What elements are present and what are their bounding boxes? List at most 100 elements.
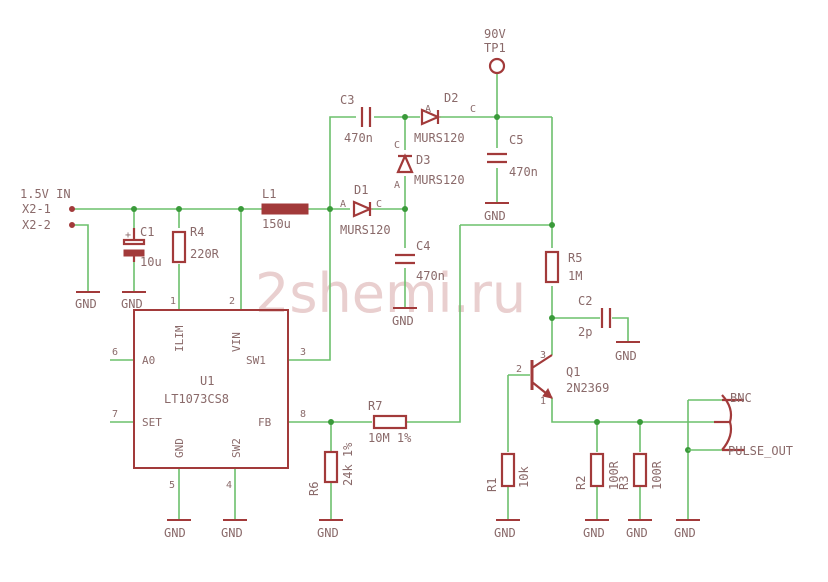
q1-pin-c: 3 xyxy=(540,350,546,361)
diode-d1: D1 A C MURS120 xyxy=(340,183,391,237)
u1-value: LT1073CS8 xyxy=(164,392,229,406)
transistor-q1: Q1 2N2369 3 2 1 xyxy=(516,350,609,407)
svg-text:GND: GND xyxy=(121,297,143,311)
r4-name: R4 xyxy=(190,225,204,239)
d3-value: MURS120 xyxy=(414,173,465,187)
c1-plus: + xyxy=(125,230,131,241)
gnd-7: GND xyxy=(221,519,247,540)
capacitor-c4: C4 470n xyxy=(395,239,445,283)
gnd-10: GND xyxy=(583,519,609,540)
r4-value: 220R xyxy=(190,247,220,261)
r2-value: 100R xyxy=(607,460,621,490)
r1-name: R1 xyxy=(485,478,499,492)
resistor-r3: R3 100R xyxy=(617,452,664,490)
resistor-r7: R7 10M 1% xyxy=(368,399,412,445)
l1-value: 150u xyxy=(262,217,291,231)
gnd-5: GND xyxy=(615,341,640,363)
resistor-r1: R1 10k xyxy=(485,452,531,492)
svg-text:GND: GND xyxy=(221,526,243,540)
d2-name: D2 xyxy=(444,91,458,105)
capacitor-c3: C3 470n xyxy=(340,93,373,145)
capacitor-c1: + C1 10u xyxy=(122,225,162,269)
gnd-2: GND xyxy=(121,291,146,311)
q1-value: 2N2369 xyxy=(566,381,609,395)
pin-num-5: 5 xyxy=(169,480,175,491)
watermark: 2shemi.ru xyxy=(255,262,526,325)
d1-a: A xyxy=(340,199,346,210)
svg-text:GND: GND xyxy=(674,526,696,540)
testpoint-tp1: 90V TP1 xyxy=(484,27,506,75)
gnd-1: GND xyxy=(75,291,100,311)
resistor-r4: R4 220R xyxy=(171,225,220,264)
pin-a0: A0 xyxy=(142,354,155,367)
svg-text:GND: GND xyxy=(75,297,97,311)
d3-name: D3 xyxy=(416,153,430,167)
capacitor-c2: C2 2p xyxy=(578,294,612,339)
r5-value: 1M xyxy=(568,269,582,283)
c4-value: 470n xyxy=(416,269,445,283)
diode-d3: D3 MURS120 C A xyxy=(394,140,465,191)
c2-value: 2p xyxy=(578,325,592,339)
svg-text:GND: GND xyxy=(626,526,648,540)
r7-name: R7 xyxy=(368,399,382,413)
pin-gnd: GND xyxy=(173,438,186,458)
svg-text:GND: GND xyxy=(392,314,414,328)
diode-d2: D2 A C MURS120 xyxy=(414,91,476,145)
c5-name: C5 xyxy=(509,133,523,147)
d3-a: A xyxy=(394,180,400,191)
svg-text:GND: GND xyxy=(484,209,506,223)
r6-value: 24k 1% xyxy=(341,442,355,486)
pin-num-1: 1 xyxy=(170,296,176,307)
gnd-4: GND xyxy=(484,202,509,223)
capacitor-c5: C5 470n xyxy=(487,133,538,179)
input-label: 1.5V IN xyxy=(20,187,71,201)
r2-name: R2 xyxy=(574,476,588,490)
pin-set: SET xyxy=(142,416,162,429)
gnd-11: GND xyxy=(626,519,652,540)
pin-num-7: 7 xyxy=(112,409,118,420)
d1-value: MURS120 xyxy=(340,223,391,237)
r6-name: R6 xyxy=(307,482,321,496)
pin-vin: VIN xyxy=(230,332,243,352)
r1-value: 10k xyxy=(517,466,531,488)
tp1-value: 90V xyxy=(484,27,506,41)
r3-value: 100R xyxy=(650,460,664,490)
inductor-l1: L1 150u xyxy=(261,187,309,231)
c2-name: C2 xyxy=(578,294,592,308)
svg-text:GND: GND xyxy=(494,526,516,540)
gnd-3: GND xyxy=(392,307,417,328)
svg-text:GND: GND xyxy=(317,526,339,540)
pin-sw2: SW2 xyxy=(230,438,243,458)
ic-u1: U1 LT1073CS8 A0 SET SW1 FB ILIM VIN GND … xyxy=(112,296,306,491)
svg-text:GND: GND xyxy=(164,526,186,540)
x21-label: X2-1 xyxy=(22,202,51,216)
d3-c: C xyxy=(394,140,400,151)
resistor-r5: R5 1M xyxy=(544,250,582,284)
x22-label: X2-2 xyxy=(22,218,51,232)
c3-value: 470n xyxy=(344,131,373,145)
c1-name: C1 xyxy=(140,225,154,239)
r3-name: R3 xyxy=(617,476,631,490)
resistor-r2: R2 100R xyxy=(574,452,621,490)
u1-name: U1 xyxy=(200,374,214,388)
r5-name: R5 xyxy=(568,251,582,265)
d1-c: C xyxy=(376,199,382,210)
gnd-12: GND xyxy=(674,519,700,540)
gnd-9: GND xyxy=(494,519,520,540)
ground-symbols: GND GND GND GND GND GND GND GND GND GND … xyxy=(75,202,700,540)
c5-value: 470n xyxy=(509,165,538,179)
r7-value: 10M 1% xyxy=(368,431,412,445)
d2-value: MURS120 xyxy=(414,131,465,145)
gnd-8: GND xyxy=(317,519,343,540)
input-connector: 1.5V IN X2-1 X2-2 xyxy=(20,187,75,232)
pin-num-4: 4 xyxy=(226,480,232,491)
tp1-name: TP1 xyxy=(484,41,506,55)
q1-pin-b: 2 xyxy=(516,364,522,375)
pin-sw1: SW1 xyxy=(246,354,266,367)
pin-num-6: 6 xyxy=(112,347,118,358)
pin-fb: FB xyxy=(258,416,272,429)
q1-pin-e: 1 xyxy=(540,396,546,407)
gnd-6: GND xyxy=(164,519,191,540)
c3-name: C3 xyxy=(340,93,354,107)
